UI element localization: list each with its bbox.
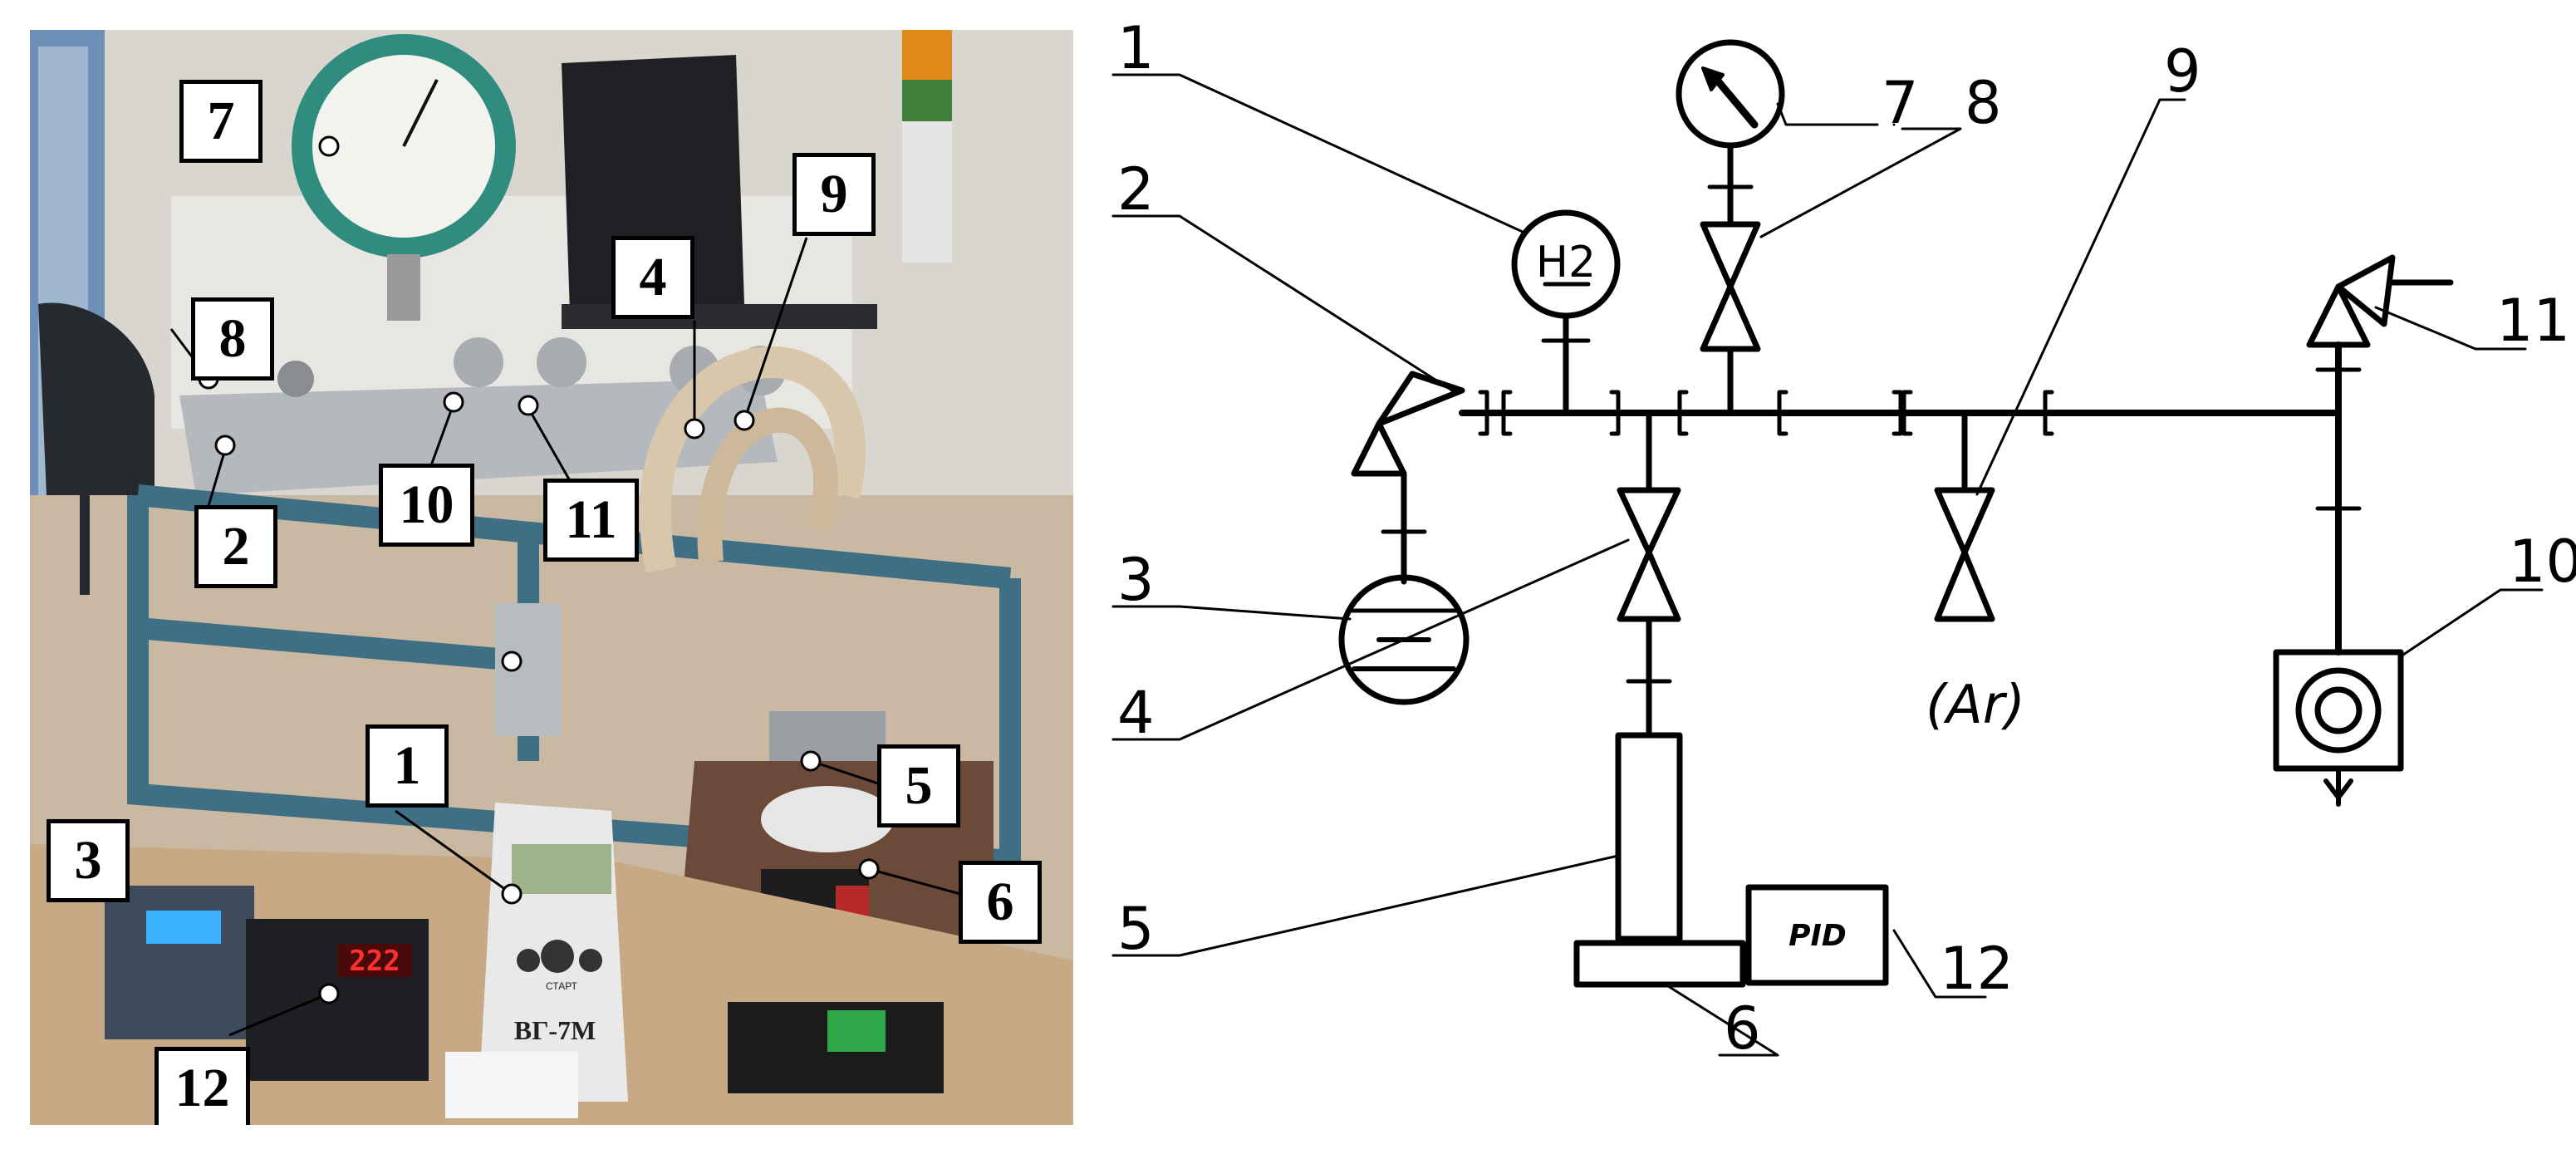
valve-11-symbol (2306, 283, 2371, 348)
callout-6: 6 (959, 861, 1042, 944)
analyzer-button-label: СТАРТ (546, 980, 578, 992)
h2-sensor-label: H2 (1536, 238, 1596, 287)
callout-4: 4 (611, 236, 694, 319)
pid-12-symbol (1745, 884, 1889, 986)
gas-system-schematic: 1 2 3 4 5 6 7 8 9 10 11 12 H2 (Ar) PID (1111, 14, 2576, 1063)
pid-display: 222 (349, 945, 400, 978)
setup-photo: 222 СТАРТ ВГ-7М (30, 30, 1073, 1125)
analyzer-screen (512, 844, 611, 894)
office-chair (38, 302, 155, 495)
schematic-label-9: 9 (2164, 37, 2201, 106)
schematic-label-6: 6 (1724, 994, 1761, 1063)
keyboard (562, 304, 877, 329)
schematic-leader-lines (1111, 73, 2544, 1057)
signal-light-green (902, 80, 952, 121)
callout-7: 7 (179, 80, 263, 163)
schematic-label-11: 11 (2496, 287, 2570, 355)
pid-label: PID (1788, 919, 1847, 953)
callout-5: 5 (877, 744, 960, 827)
reactor-5-symbol (1615, 732, 1683, 942)
callout-2: 2 (194, 505, 277, 588)
valve-2-symbol (1376, 371, 1465, 427)
callout-8: 8 (191, 297, 274, 381)
gas-manifold-rail (179, 379, 778, 495)
callout-10: 10 (379, 464, 474, 547)
signal-light-orange (902, 30, 952, 80)
signal-light-base (902, 121, 952, 263)
callout-9: 9 (792, 153, 876, 236)
setup-photo-drawing: 222 СТАРТ ВГ-7М (30, 30, 1073, 1125)
schematic-label-12: 12 (1940, 935, 2014, 1003)
furnace-6-symbol (1573, 940, 1746, 988)
schematic-label-1: 1 (1117, 14, 1155, 82)
schematic-label-3: 3 (1117, 546, 1155, 614)
monitor (562, 55, 744, 312)
controller-3 (105, 886, 254, 1039)
schematic-label-5: 5 (1117, 895, 1155, 963)
callout-dots (198, 135, 880, 1004)
valve-4-symbol (1617, 487, 1681, 622)
valve-9-symbol (1934, 487, 1995, 622)
foam-stand (445, 1052, 578, 1118)
sensor-sleeve (495, 603, 562, 736)
schematic-label-4: 4 (1117, 679, 1155, 747)
callout-1: 1 (366, 724, 449, 808)
schematic-label-10: 10 (2509, 528, 2576, 596)
cooling-hose (640, 346, 866, 573)
schematic-label-2: 2 (1117, 155, 1155, 223)
argon-inlet-label: (Ar) (1926, 675, 2025, 736)
callout-leaders (169, 237, 961, 1037)
callout-3: 3 (47, 819, 130, 902)
pressure-gauge-needle (402, 79, 439, 147)
schematic-label-7: 7 (1882, 69, 1919, 137)
callout-12: 12 (155, 1047, 250, 1125)
schematic-label-8: 8 (1965, 69, 2002, 137)
callout-11: 11 (543, 479, 639, 562)
analyzer-model-label: ВГ-7М (514, 1015, 596, 1045)
vessel-3-symbol (1338, 574, 1470, 705)
valve-8-symbol (1700, 221, 1761, 352)
